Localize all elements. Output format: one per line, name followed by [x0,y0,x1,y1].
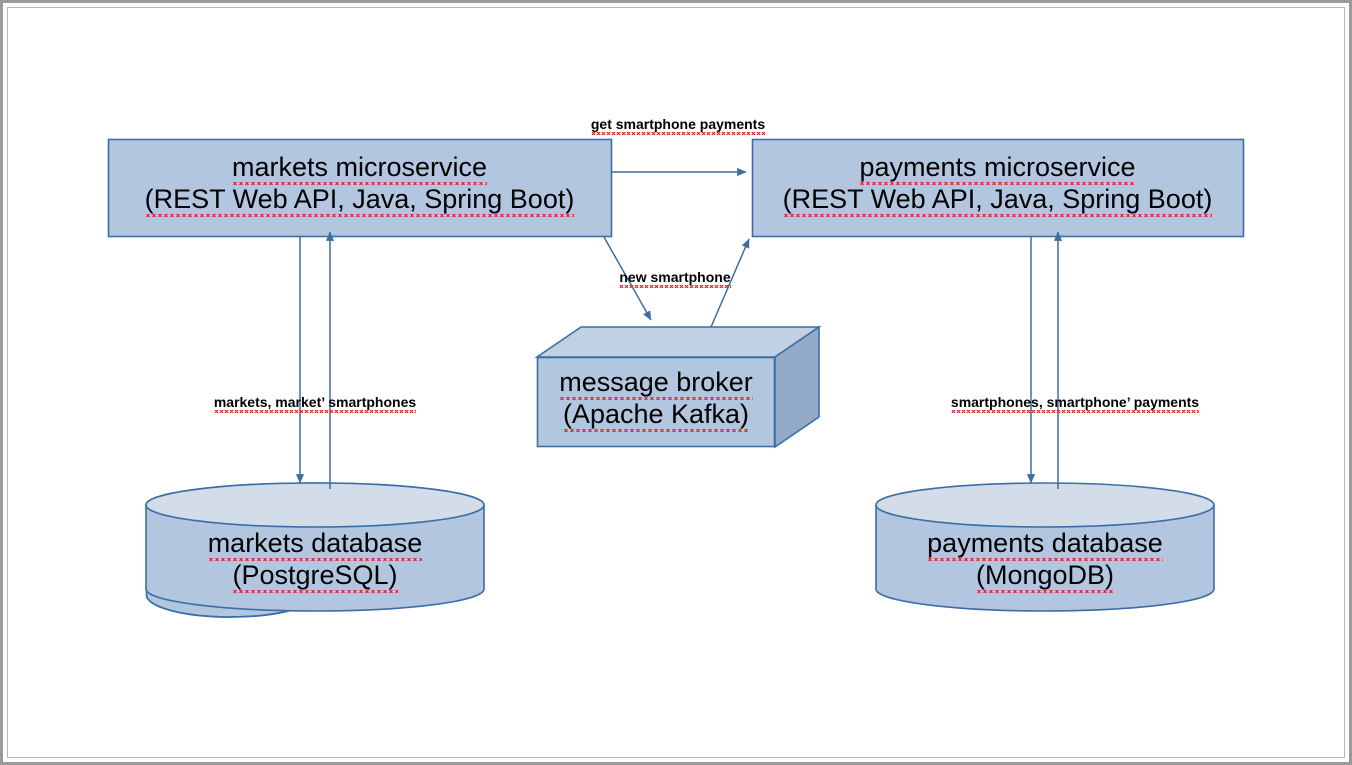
node-markets-microservice[interactable] [107,138,613,238]
node-markets-database[interactable] [145,482,485,618]
connector-broker-to-payments [710,238,750,328]
node-message-broker[interactable] [534,325,822,449]
message-broker-top-face [534,326,822,358]
payments-database-top-ellipse [875,482,1215,528]
markets-database-top-ellipse-outline [145,482,485,528]
node-payments-microservice[interactable] [751,138,1245,238]
connector-markets-to-broker [603,236,652,321]
message-broker-front-face [536,356,776,448]
node-payments-database[interactable] [875,482,1215,612]
